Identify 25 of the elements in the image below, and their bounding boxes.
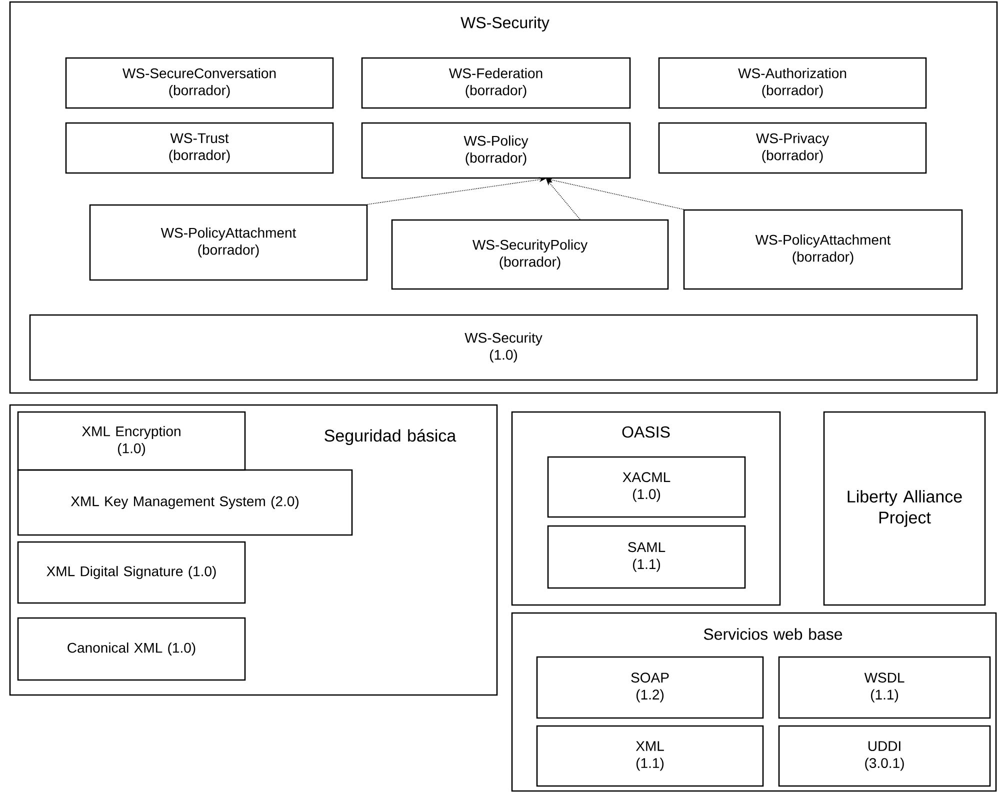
component-box: WSDL (1.1) — [778, 656, 991, 719]
component-box: WS-SecurityPolicy (borrador) — [391, 219, 669, 290]
component-box: UDDI (3.0.1) — [778, 725, 991, 787]
component-box: WS-Policy (borrador) — [361, 122, 631, 179]
group-heading: Seguridad básica — [324, 428, 456, 446]
component-box: WS-PolicyAttachment (borrador) — [89, 204, 368, 281]
component-box: Liberty Alliance Project — [823, 411, 986, 606]
component-box: XML Encryption (1.0) — [17, 411, 246, 471]
group-heading: WS-Security — [460, 16, 550, 32]
component-box: SAML (1.1) — [547, 525, 746, 589]
component-box: SOAP (1.2) — [536, 656, 764, 719]
component-box: WS-Federation (borrador) — [361, 57, 631, 109]
component-box: WS-Privacy (borrador) — [658, 122, 927, 174]
component-box: XML Key Management System (2.0) — [17, 469, 353, 536]
component-box: WS-PolicyAttachment (borrador) — [683, 209, 963, 290]
group-heading: Servicios web base — [704, 628, 842, 640]
component-box: WS-Security (1.0) — [29, 314, 978, 381]
component-box: WS-Trust (borrador) — [65, 122, 334, 174]
component-box: XML Digital Signature (1.0) — [17, 541, 246, 604]
component-box: XACML (1.0) — [547, 456, 746, 518]
component-box: Canonical XML (1.0) — [17, 617, 246, 681]
component-box: WS-Authorization (borrador) — [658, 57, 927, 109]
component-box: XML (1.1) — [536, 725, 764, 787]
component-box: WS-SecureConversation (borrador) — [65, 57, 334, 109]
group-heading: OASIS — [622, 426, 670, 438]
